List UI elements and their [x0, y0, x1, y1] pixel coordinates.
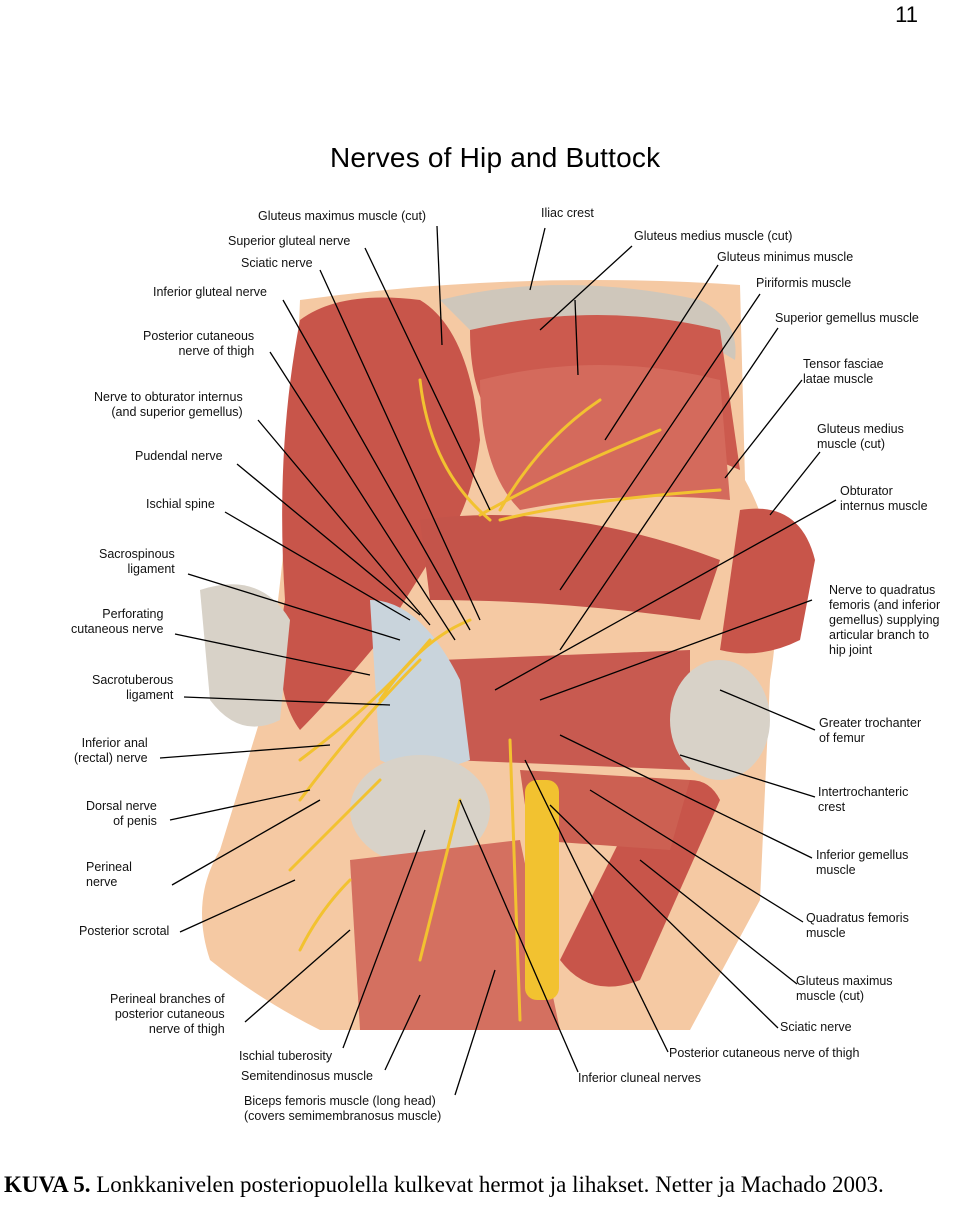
leader-lines: [159, 225, 837, 1096]
sacrum-bone: [200, 584, 290, 727]
label-inferior-gluteal-nerve: Inferior gluteal nerve: [153, 285, 267, 299]
hamstrings: [350, 840, 560, 1030]
figure-caption: KUVA 5. Lonkkanivelen posteriopuolella k…: [4, 1172, 954, 1198]
label-iliac-crest: Iliac crest: [541, 206, 594, 220]
label-gluteus-medius-cut-top: Gluteus medius muscle (cut): [634, 229, 793, 243]
label-semitendinosus: Semitendinosus muscle: [241, 1069, 374, 1083]
label-inferior-gemellus: Inferior gemellus muscle: [816, 848, 909, 877]
label-perineal-nerve: Perineal nerve: [86, 860, 132, 889]
label-obturator-internus: Obturator internus muscle: [840, 484, 928, 513]
label-tensor-fasciae-latae: Tensor fasciae latae muscle: [803, 357, 884, 386]
label-ischial-spine: Ischial spine: [146, 497, 215, 511]
label-superior-gemellus: Superior gemellus muscle: [775, 311, 919, 325]
label-nerve-to-obturator-internus: Nerve to obturator internus (and superio…: [94, 390, 243, 419]
nerve-branches: [288, 378, 722, 1022]
label-perforating-cutaneous-nerve: Perforating cutaneous nerve: [71, 607, 164, 636]
label-sciatic-nerve-bottom: Sciatic nerve: [780, 1020, 852, 1034]
label-biceps-femoris: Biceps femoris muscle (long head) (cover…: [244, 1094, 442, 1123]
caption-text: Lonkkanivelen posteriopuolella kulkevat …: [90, 1172, 884, 1197]
label-posterior-cutaneous-nerve: Posterior cutaneous nerve of thigh: [143, 329, 255, 358]
quadratus-femoris: [520, 770, 690, 850]
label-gluteus-maximus-cut: Gluteus maximus muscle (cut): [258, 209, 427, 223]
label-perineal-branches: Perineal branches of posterior cutaneous…: [110, 992, 225, 1036]
anatomy-figure: Nerves of Hip and Buttock Gluteus maximu…: [71, 142, 941, 1123]
anatomy-illustration: [159, 225, 837, 1096]
label-inferior-cluneal-nerves: Inferior cluneal nerves: [578, 1071, 701, 1085]
gluteus-medius-cut-right: [720, 508, 815, 654]
label-gluteus-maximus-cut-bottom: Gluteus maximus muscle (cut): [796, 974, 893, 1003]
label-greater-trochanter: Greater trochanter of femur: [819, 716, 922, 745]
gluteus-maximus-cut-left: [280, 297, 480, 730]
label-ischial-tuberosity: Ischial tuberosity: [239, 1049, 333, 1063]
gluteus-maximus-cut-right: [560, 780, 720, 987]
iliac-crest-bone: [440, 285, 736, 360]
figure-title: Nerves of Hip and Buttock: [330, 142, 661, 173]
label-posterior-cutaneous-nerve-of-thigh: Posterior cutaneous nerve of thigh: [669, 1046, 860, 1060]
page-number: 11: [895, 2, 918, 27]
label-intertrochanteric-crest: Intertrochanteric crest: [818, 785, 909, 814]
label-pudendal-nerve: Pudendal nerve: [135, 449, 223, 463]
short-rotators: [440, 650, 690, 770]
label-inferior-anal-nerve: Inferior anal (rectal) nerve: [74, 736, 148, 765]
label-quadratus-femoris: Quadratus femoris muscle: [806, 911, 909, 940]
sacrotuberous-ligament: [370, 600, 470, 770]
label-posterior-scrotal: Posterior scrotal: [79, 924, 170, 938]
label-sacrospinous-ligament: Sacrospinous ligament: [99, 547, 175, 576]
label-gluteus-minimus: Gluteus minimus muscle: [717, 250, 854, 264]
sciatic-nerve: [525, 780, 559, 1000]
greater-trochanter: [670, 660, 770, 780]
piriformis: [420, 515, 720, 620]
ischial-tuberosity: [350, 755, 490, 865]
label-nerve-to-quadratus-femoris: Nerve to quadratus femoris (and inferior…: [829, 583, 941, 657]
label-gluteus-medius-cut-right: Gluteus medius muscle (cut): [817, 422, 904, 451]
label-piriformis: Piriformis muscle: [756, 276, 852, 290]
caption-label: KUVA 5.: [4, 1172, 91, 1197]
label-dorsal-nerve-of-penis: Dorsal nerve of penis: [86, 799, 157, 828]
gluteus-minimus: [480, 365, 730, 510]
label-sacrotuberous-ligament: Sacrotuberous ligament: [92, 673, 174, 702]
label-superior-gluteal-nerve: Superior gluteal nerve: [228, 234, 351, 248]
label-sciatic-nerve-top: Sciatic nerve: [241, 256, 313, 270]
